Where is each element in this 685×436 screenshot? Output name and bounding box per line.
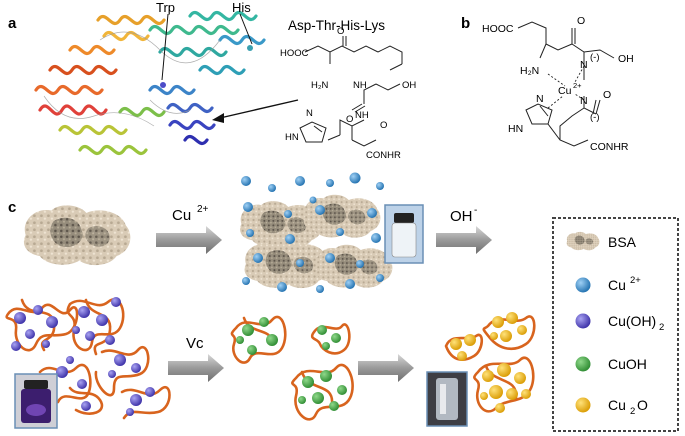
svg-text:-: - — [474, 205, 477, 216]
svg-text:Vc: Vc — [186, 335, 204, 352]
svg-text:O: O — [603, 89, 611, 101]
svg-text:NH: NH — [353, 80, 367, 91]
his-pointer: His — [232, 0, 253, 45]
svg-text:OH: OH — [618, 53, 634, 65]
svg-text:2+: 2+ — [630, 275, 641, 286]
svg-text:HN: HN — [285, 132, 299, 143]
legend-item-cuoh2: Cu(OH) 2 — [575, 313, 664, 333]
legend-item-bsa: BSA — [566, 231, 637, 251]
bsa-icon — [566, 231, 600, 251]
svg-text:O: O — [337, 26, 344, 37]
svg-text:2+: 2+ — [197, 204, 209, 215]
panel-c-letter: c — [8, 199, 16, 216]
svg-text:O: O — [637, 397, 648, 413]
vial-photo-blue — [384, 204, 424, 264]
arrow-vc-reduction: Vc — [168, 335, 224, 382]
svg-text:CuOH: CuOH — [608, 356, 647, 372]
arrow-cu2-addition: Cu 2+ — [156, 204, 222, 254]
svg-text:Cu: Cu — [172, 207, 191, 224]
svg-text:BSA: BSA — [608, 234, 637, 250]
svg-text:2: 2 — [630, 406, 635, 417]
svg-text:2+: 2+ — [573, 81, 582, 90]
legend-item-cu2: Cu 2+ — [575, 275, 641, 293]
svg-text:N: N — [306, 108, 313, 119]
bsa-native — [23, 205, 131, 266]
arrow-to-cu2o — [358, 354, 414, 382]
bsa-chains-cu2o — [444, 312, 536, 413]
svg-text:O: O — [380, 120, 387, 131]
cu-center-label: Cu — [558, 85, 572, 97]
panel-b-letter: b — [461, 15, 470, 32]
svg-text:Cu: Cu — [608, 397, 626, 413]
svg-text:O: O — [346, 114, 353, 125]
svg-text:N: N — [536, 93, 544, 105]
legend-box: BSA Cu 2+ Cu(OH) 2 CuOH Cu 2 O — [552, 217, 679, 432]
his-label: His — [232, 0, 251, 15]
svg-text:HN: HN — [508, 123, 523, 135]
peptide-structure-a — [299, 36, 403, 147]
cuoh-icon — [575, 356, 591, 372]
legend-item-cuoh: CuOH — [575, 356, 647, 372]
svg-text:N: N — [580, 95, 588, 107]
svg-text:OH: OH — [402, 80, 416, 91]
cuoh2-icon — [575, 313, 591, 329]
bsa-ribbon-structure — [34, 11, 266, 155]
svg-text:N: N — [580, 59, 588, 71]
svg-text:(-): (-) — [590, 112, 600, 123]
vial-photo-purple — [14, 373, 58, 429]
svg-text:(-): (-) — [590, 52, 600, 63]
bsa-chains-cuoh2 — [5, 297, 171, 420]
svg-text:2: 2 — [659, 322, 664, 333]
cu-complex-structure — [517, 21, 615, 147]
peptide-title: Asp-Thr-His-Lys — [288, 18, 385, 33]
vial-photo-clear — [426, 371, 468, 427]
svg-text:H₂N: H₂N — [311, 80, 329, 91]
trp-pointer: Trp — [156, 0, 175, 81]
trp-label: Trp — [156, 0, 175, 15]
cu-complex-labels: HOOC O H₂N N (-) OH Cu 2+ O N (-) HN N C… — [482, 15, 634, 153]
svg-text:O: O — [577, 15, 585, 27]
svg-text:Cu(OH): Cu(OH) — [608, 313, 656, 329]
svg-text:NH: NH — [355, 110, 369, 121]
svg-text:Cu: Cu — [608, 277, 626, 293]
svg-text:HOOC: HOOC — [482, 23, 514, 35]
cu2o-icon — [575, 397, 591, 413]
svg-text:OH: OH — [450, 208, 473, 225]
bsa-chains-cuoh — [230, 315, 354, 421]
peptide-labels-a: HOOC H₂N NH OH O O HN N NH O CONHR — [280, 26, 416, 161]
bsa-with-cu2 — [240, 172, 393, 293]
svg-text:CONHR: CONHR — [590, 141, 629, 153]
svg-text:HOOC: HOOC — [280, 48, 309, 59]
panel-a-letter: a — [8, 15, 17, 32]
binding-site-arrow — [212, 99, 299, 123]
svg-text:CONHR: CONHR — [366, 150, 401, 161]
legend-item-cu2o: Cu 2 O — [575, 397, 648, 417]
svg-text:H₂N: H₂N — [520, 65, 539, 77]
cu2-icon — [575, 277, 591, 293]
arrow-oh-addition: OH - — [436, 205, 492, 254]
